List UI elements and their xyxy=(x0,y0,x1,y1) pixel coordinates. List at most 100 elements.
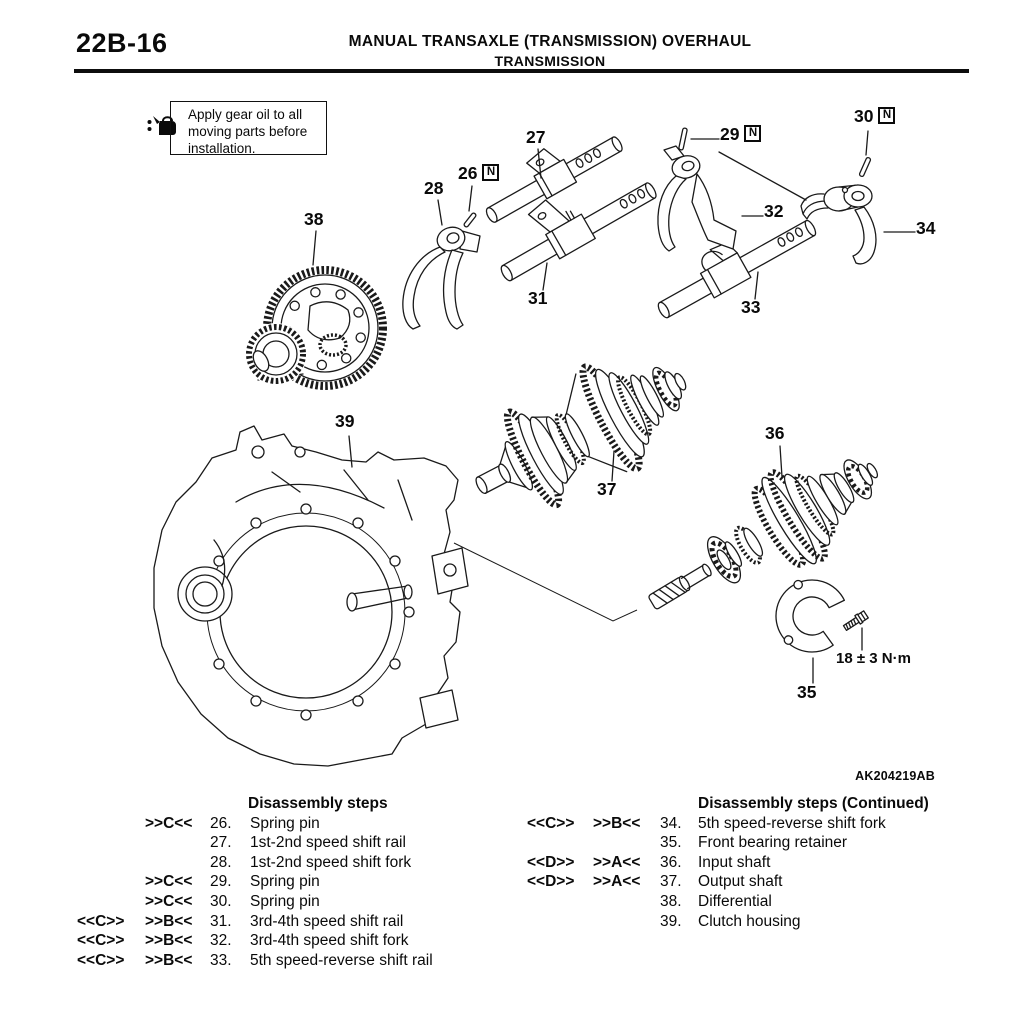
step-txt: 5th speed-reverse shift rail xyxy=(250,951,433,969)
disassembly-rows-right: <<C>>>>B<<34.5th speed-reverse shift for… xyxy=(527,814,1007,932)
disassembly-title-continued: Disassembly steps (Continued) xyxy=(698,795,929,812)
figure-reference-code: AK204219AB xyxy=(855,769,935,783)
step-num: 29. xyxy=(210,873,232,891)
torque-spec: 18 ± 3 N·m xyxy=(836,650,911,667)
step-pre: <<C>> xyxy=(77,951,125,969)
page-title: MANUAL TRANSAXLE (TRANSMISSION) OVERHAUL xyxy=(348,33,752,50)
output-shaft-drawing xyxy=(475,363,687,509)
new-part-symbol: N xyxy=(744,125,762,143)
disassembly-step-row: 27.1st-2nd speed shift rail xyxy=(77,833,522,853)
step-txt: Front bearing retainer xyxy=(698,834,848,852)
disassembly-step-row: <<C>>>>B<<34.5th speed-reverse shift for… xyxy=(527,814,1007,834)
step-num: 35. xyxy=(660,834,682,852)
step-pre xyxy=(77,833,145,853)
bolt-drawing xyxy=(842,610,869,631)
callout-33: 33 xyxy=(741,297,761,317)
step-num: 31. xyxy=(210,912,232,930)
step-pre xyxy=(77,892,145,912)
callout-37: 37 xyxy=(597,479,617,499)
step-pre xyxy=(77,814,145,834)
step-pre xyxy=(77,853,145,873)
step-num: 34. xyxy=(660,814,682,832)
shift-rail-31-drawing xyxy=(500,182,657,282)
step-mid: >>C<< xyxy=(145,814,193,832)
shift-rail-33-drawing xyxy=(657,219,817,319)
step-txt: Spring pin xyxy=(250,814,320,832)
step-txt: Output shaft xyxy=(698,873,783,891)
step-txt: Differential xyxy=(698,892,772,910)
callout-34: 34 xyxy=(916,218,936,238)
spring-pin-30-drawing xyxy=(858,156,872,178)
leader-lines xyxy=(312,130,916,684)
step-num: 37. xyxy=(660,873,682,891)
callout-38: 38 xyxy=(304,209,324,229)
callout-39: 39 xyxy=(335,411,355,431)
step-pre: <<D>> xyxy=(527,873,575,891)
alignment-line xyxy=(453,542,638,622)
step-txt: Clutch housing xyxy=(698,912,801,930)
step-mid xyxy=(593,912,660,932)
callout-36: 36 xyxy=(765,423,785,443)
step-pre: <<C>> xyxy=(77,932,125,950)
step-txt: Spring pin xyxy=(250,892,320,910)
step-num: 32. xyxy=(210,932,232,950)
step-mid: >>C<< xyxy=(145,873,193,891)
step-txt: Input shaft xyxy=(698,853,771,871)
step-txt: Spring pin xyxy=(250,873,320,891)
shift-rail-27-drawing xyxy=(485,136,623,223)
disassembly-step-row: 28. 1st-2nd speed shift fork xyxy=(77,853,522,873)
oil-note-text: Apply gear oil to all moving parts befor… xyxy=(188,107,308,156)
step-pre xyxy=(77,872,145,892)
step-num: 39. xyxy=(660,912,682,930)
step-num: 36. xyxy=(660,853,682,871)
step-mid xyxy=(593,833,660,853)
step-pre: <<D>> xyxy=(527,853,575,871)
step-num: 33. xyxy=(210,951,232,969)
clutch-housing-drawing xyxy=(153,425,469,767)
step-txt: 3rd-4th speed shift rail xyxy=(250,912,404,930)
shift-fork-34-drawing xyxy=(800,184,877,265)
disassembly-step-row: >>C<< 26. Spring pin xyxy=(77,814,522,834)
step-txt: 3rd-4th speed shift fork xyxy=(250,932,409,950)
differential-drawing xyxy=(245,265,388,391)
disassembly-step-row: 35. Front bearing retainer xyxy=(527,833,1007,853)
step-pre xyxy=(527,833,593,853)
step-mid: >>A<< xyxy=(593,853,641,871)
disassembly-step-row: >>C<< 30. Spring pin xyxy=(77,892,522,912)
disassembly-list-right: Disassembly steps (Continued) <<C>> >>B<<… xyxy=(527,794,1007,931)
step-mid: >>C<< xyxy=(145,892,193,910)
disassembly-step-row: 38. Differential xyxy=(527,892,1007,912)
step-num: 30. xyxy=(210,892,232,910)
step-mid xyxy=(145,833,210,853)
page-subtitle: TRANSMISSION xyxy=(494,53,606,69)
step-mid: >>B<< xyxy=(145,932,193,950)
callout-31: 31 xyxy=(528,288,548,308)
spring-pin-29-drawing xyxy=(678,127,688,151)
callout-32: 32 xyxy=(764,201,784,221)
step-num: 38. xyxy=(660,892,682,910)
step-mid: >>A<< xyxy=(593,873,641,891)
step-mid: >>B<< xyxy=(145,951,193,969)
step-pre: <<C>> xyxy=(77,912,125,930)
step-mid: >>B<< xyxy=(593,814,641,832)
step-pre: <<C>> xyxy=(527,814,575,832)
step-mid xyxy=(145,853,210,873)
callout-27: 27 xyxy=(526,127,546,147)
disassembly-step-row: <<C>> >>B<< 33. 5th speed-reverse shift rai… xyxy=(77,951,522,971)
step-mid xyxy=(593,892,660,912)
input-shaft-drawing xyxy=(648,459,879,610)
step-pre xyxy=(527,892,593,912)
disassembly-step-row: 39. Clutch housing xyxy=(527,912,1007,932)
step-txt: 1st-2nd speed shift fork xyxy=(250,853,412,871)
step-num: 28. xyxy=(210,853,232,871)
step-num: 27. xyxy=(210,834,232,852)
step-num: 26. xyxy=(210,814,232,832)
header-rule xyxy=(74,69,969,73)
oil-note: Apply gear oil to all moving parts befor… xyxy=(170,101,327,156)
disassembly-step-row: <<D>> >>A<< 36. Input shaft xyxy=(527,853,1007,873)
